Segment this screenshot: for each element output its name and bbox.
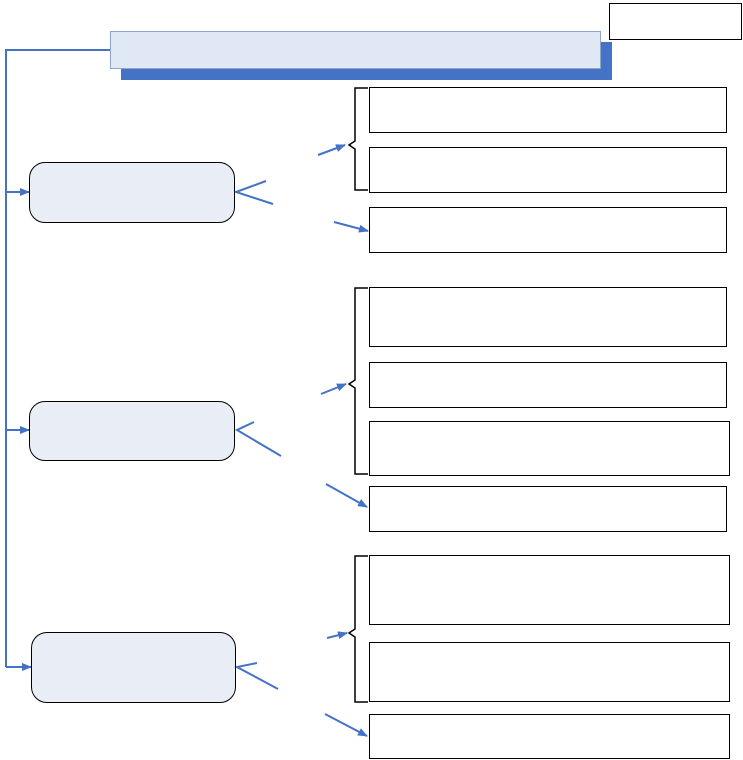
- node-3-arrow-b: [324, 713, 368, 737]
- node-3-arrow-a: [326, 631, 348, 640]
- node-1-box-1: [369, 87, 727, 133]
- node-1-arrow-b: [333, 221, 369, 233]
- trunk-line: [5, 49, 110, 667]
- node-1-box-2: [369, 147, 727, 193]
- node-2-arrow-b: [325, 483, 368, 508]
- node-3-chevron: [234, 662, 279, 690]
- node-3-box-1: [369, 555, 730, 625]
- top-right-box: [609, 3, 742, 40]
- node-2-bracket-a: [347, 287, 368, 475]
- node-1: [29, 162, 235, 223]
- node-2-box-1: [369, 287, 727, 347]
- node-2-box-2: [369, 362, 727, 408]
- node-3-box-2: [369, 642, 730, 702]
- node-1-bracket-a: [347, 87, 368, 191]
- node-1-box-3: [369, 207, 727, 253]
- node-2-box-3: [369, 421, 730, 476]
- node-2-box-4: [369, 486, 727, 532]
- node-1-chevron: [232, 180, 274, 205]
- node-2-chevron: [234, 421, 282, 457]
- node-2-arrow-a: [320, 383, 347, 395]
- node-2: [29, 401, 235, 461]
- node-3: [31, 632, 236, 703]
- node-1-arrow-a: [317, 144, 346, 156]
- node-3-box-3: [369, 714, 730, 759]
- node-3-bracket-a: [347, 555, 368, 703]
- title-banner: [110, 31, 601, 69]
